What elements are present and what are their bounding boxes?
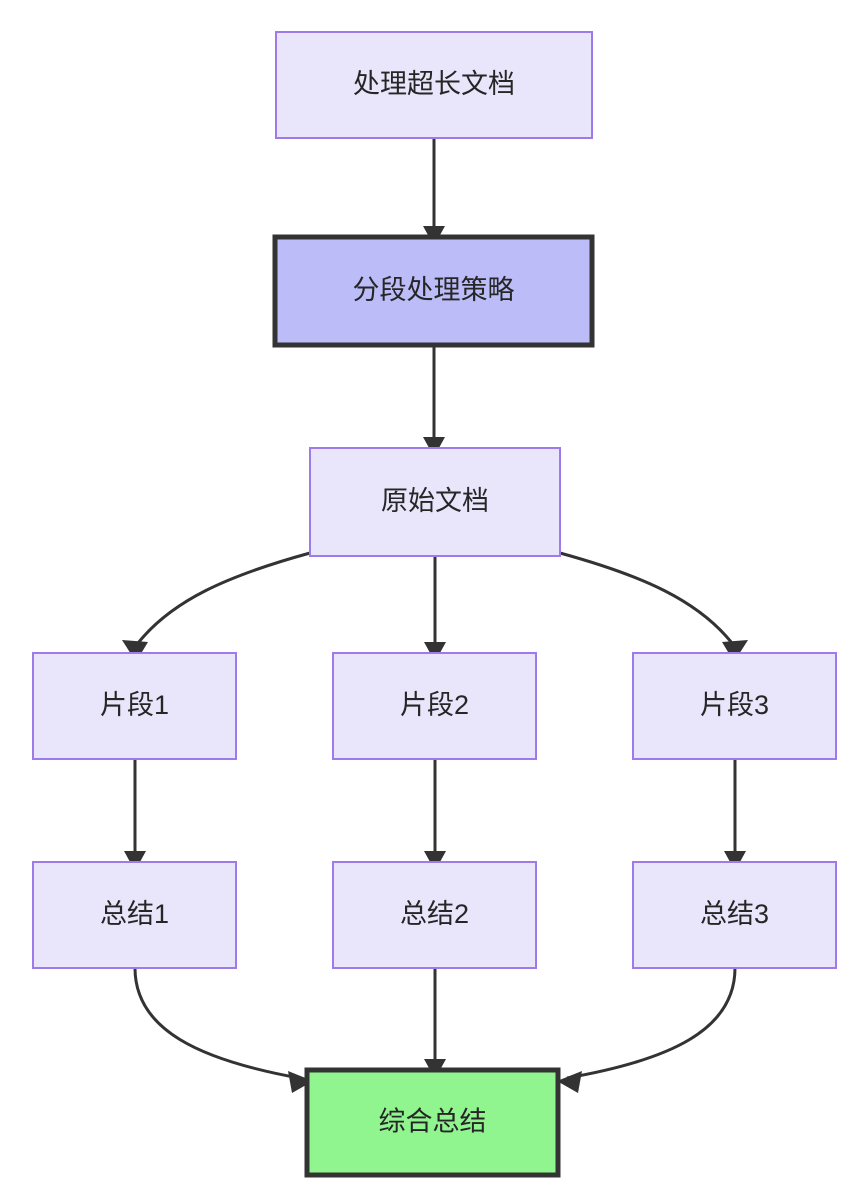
node-n3[interactable]: 原始文档 [309,447,561,557]
node-label-n6: 片段3 [700,690,769,720]
edge-e3 [133,551,311,648]
arrowhead-a5 [722,640,748,662]
edges-layer [133,138,737,1080]
node-label-n3: 原始文档 [381,486,489,516]
node-label-n8: 总结2 [400,899,469,929]
node-label-n2: 分段处理策略 [353,275,515,305]
node-box-n4[interactable] [32,652,237,760]
node-n1[interactable]: 处理超长文档 [275,31,593,139]
node-label-n5: 片段2 [400,690,469,720]
node-box-n8[interactable] [332,861,537,969]
node-n9[interactable]: 总结3 [632,861,837,969]
node-label-n1: 处理超长文档 [353,69,515,99]
node-n8[interactable]: 总结2 [332,861,537,969]
edge-e5 [559,551,737,648]
node-n2[interactable]: 分段处理策略 [272,234,595,348]
node-box-n1[interactable] [275,31,593,139]
node-label-n7: 总结1 [100,899,169,929]
node-box-n7[interactable] [32,861,237,969]
arrowhead-a3 [122,640,148,662]
edge-e11 [566,967,737,1080]
node-label-n4: 片段1 [100,690,169,720]
node-box-n6[interactable] [632,652,837,760]
node-label-n9: 总结3 [700,899,769,929]
node-n4[interactable]: 片段1 [32,652,237,760]
node-n5[interactable]: 片段2 [332,652,537,760]
edge-e9 [133,967,300,1080]
node-n6[interactable]: 片段3 [632,652,837,760]
arrowhead-a9 [288,1071,313,1093]
node-box-n2[interactable] [272,234,595,348]
node-n7[interactable]: 总结1 [32,861,237,969]
node-box-n10[interactable] [304,1067,561,1178]
arrowhead-a11 [557,1071,582,1093]
node-box-n3[interactable] [309,447,561,557]
node-n10[interactable]: 综合总结 [304,1067,561,1178]
node-box-n5[interactable] [332,652,537,760]
node-box-n9[interactable] [632,861,837,969]
node-label-n10: 综合总结 [379,1107,487,1137]
